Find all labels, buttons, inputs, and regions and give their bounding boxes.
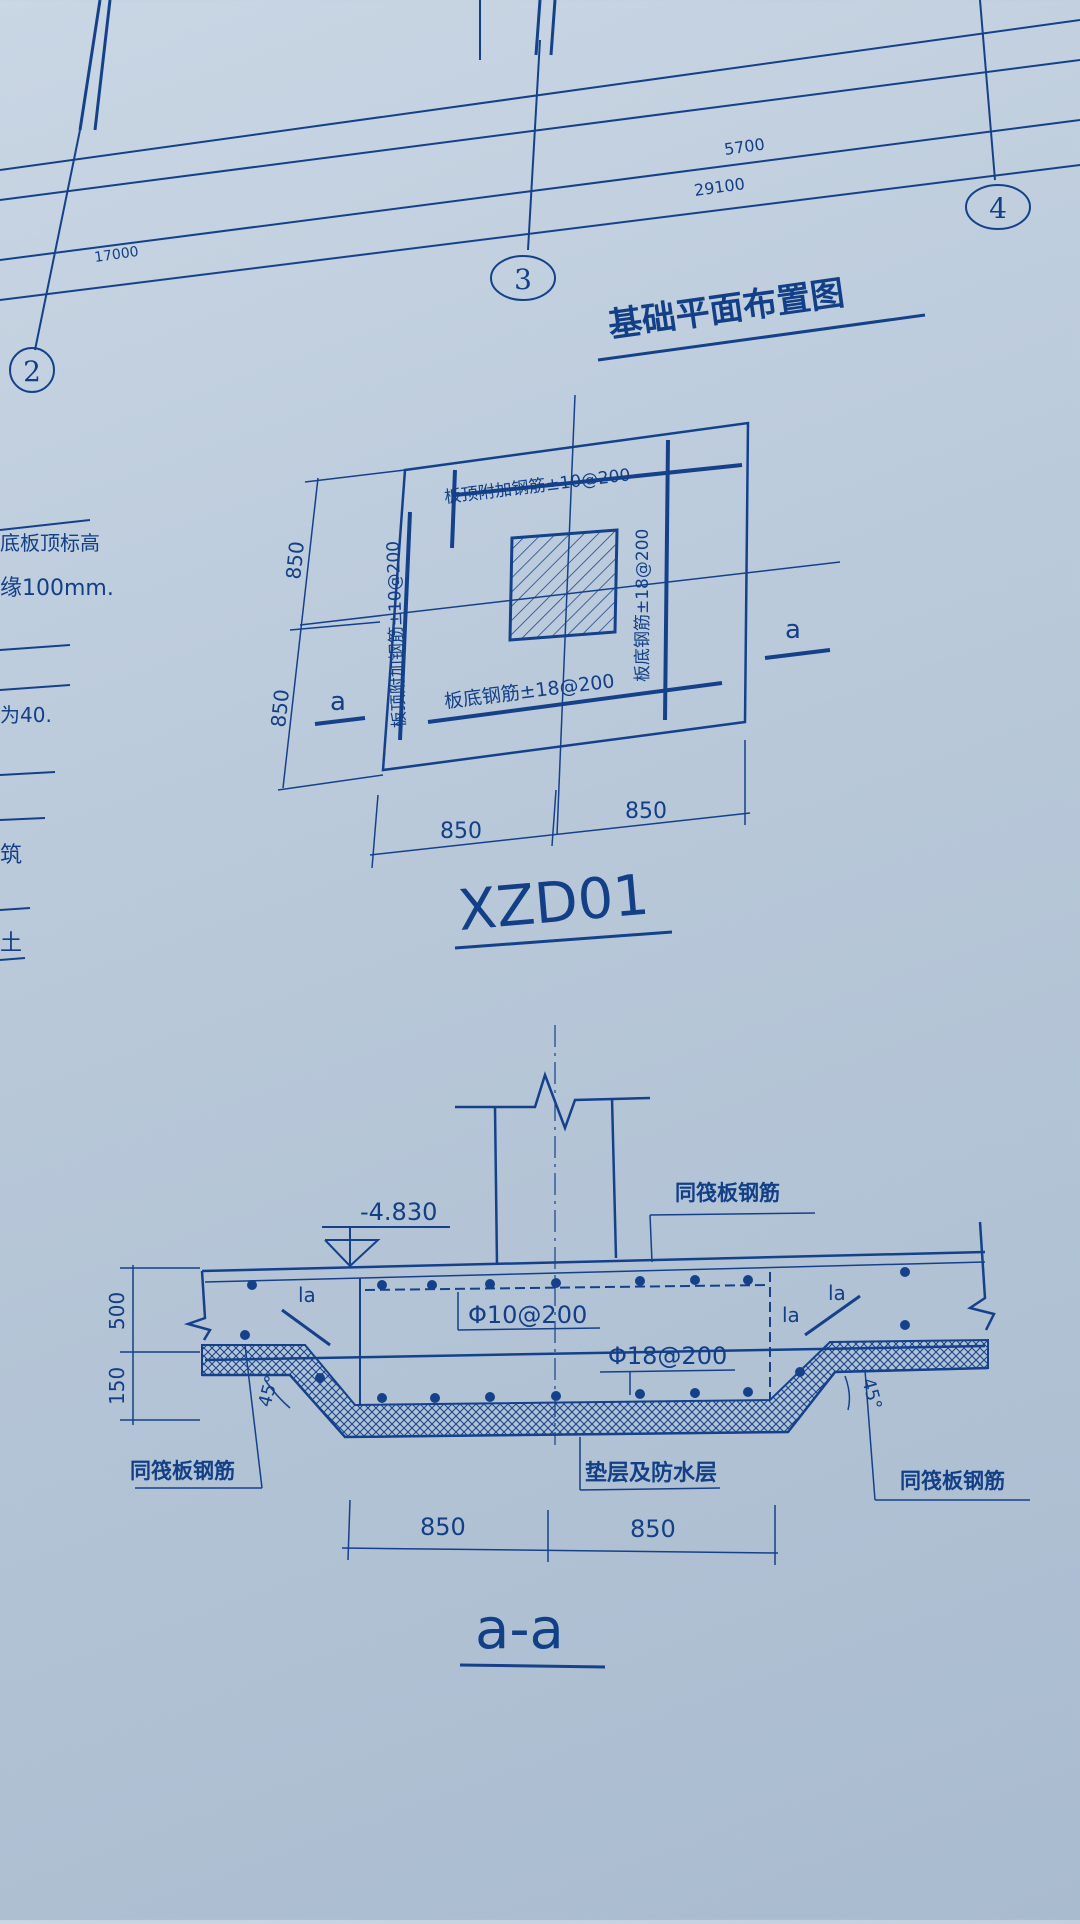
plan-dim-left-bottom: 850 — [266, 688, 294, 728]
section-dim-bottom-right: 850 — [630, 1515, 676, 1543]
dim-5700: 5700 — [723, 134, 766, 158]
elevation-text: -4.830 — [360, 1198, 437, 1226]
plan-top-rebar-label: 板顶附加钢筋±10@200 — [443, 465, 631, 508]
label-bottom-right: 同筏板钢筋 — [900, 1469, 1005, 1493]
section-dim-bottom — [341, 1499, 779, 1565]
axis-bubble-2: 2 — [9, 347, 55, 393]
plan-outline — [381, 421, 750, 772]
plan-title: 基础平面布置图 — [606, 273, 847, 346]
dim-500: 500 — [105, 1292, 129, 1330]
label-bottom-left: 同筏板钢筋 — [130, 1459, 235, 1483]
svg-text:2: 2 — [23, 355, 41, 388]
la-left: la — [298, 1283, 316, 1307]
la-right-top: la — [828, 1281, 846, 1305]
angle-left: 45° — [255, 1373, 284, 1409]
section-column — [455, 1025, 651, 1445]
axis-bubble-3: 3 — [490, 255, 556, 301]
plan-top-rebar-line — [454, 463, 743, 497]
elevation-marker: -4.830 — [322, 1198, 450, 1268]
section-aa: -4.830 同筏板钢筋 la la la Φ10@200 Φ18@200 45… — [105, 1025, 1030, 1669]
plan-bottom-rebar-line — [427, 681, 723, 724]
plan-xzd01: 板顶附加钢筋±10@200 板顶附加钢筋±10@200 板底钢筋±18@200 … — [266, 394, 841, 950]
label-top-right: 同筏板钢筋 — [675, 1181, 780, 1205]
left-note-4: 筑 — [0, 843, 22, 868]
rebar-bottom-label: Φ18@200 — [608, 1342, 727, 1370]
grid-lines — [0, 0, 1080, 351]
svg-text:3: 3 — [514, 263, 532, 296]
left-note-3: 为40. — [0, 703, 52, 727]
plan-title-xzd01: XZD01 — [456, 863, 652, 944]
section-mark-right: a — [785, 615, 801, 645]
section-mark-left: a — [330, 687, 346, 717]
section-dim-bottom-left: 850 — [420, 1513, 466, 1541]
plan-title-group: 基础平面布置图 — [597, 273, 926, 362]
section-dim-left — [120, 1265, 200, 1425]
left-notes — [0, 519, 91, 961]
anchor-bars — [281, 1294, 861, 1347]
rebar-dots-top — [240, 1267, 910, 1340]
left-note-5: 土 — [0, 931, 22, 956]
la-right: la — [782, 1303, 800, 1327]
svg-text:4: 4 — [989, 192, 1007, 225]
plan-dim-left — [277, 469, 406, 791]
plan-left-rebar-line — [398, 511, 412, 741]
rebar-top-label: Φ10@200 — [468, 1301, 587, 1329]
axis-bubble-4: 4 — [965, 184, 1031, 230]
plan-dim-bottom-left: 850 — [440, 819, 482, 844]
section-title: a-a — [475, 1597, 564, 1662]
plan-dim-left-top: 850 — [281, 540, 309, 580]
dim-29100: 29100 — [693, 174, 746, 200]
cushion-label: 垫层及防水层 — [585, 1460, 717, 1486]
plan-dim-bottom-right: 850 — [625, 799, 667, 824]
plan-right-rebar-line — [663, 439, 670, 721]
plan-right-rebar-label: 板底钢筋±18@200 — [633, 529, 653, 682]
left-note-1: 底板顶标高 — [0, 531, 100, 555]
left-note-2: 缘100mm. — [0, 576, 114, 601]
plan-dim-bottom — [369, 740, 751, 869]
column-hatch — [508, 528, 619, 642]
angle-right: 45° — [857, 1376, 886, 1412]
dim-17000: 17000 — [93, 244, 139, 266]
rebar-dots-bottom — [315, 1367, 805, 1403]
dim-150: 150 — [105, 1367, 129, 1405]
